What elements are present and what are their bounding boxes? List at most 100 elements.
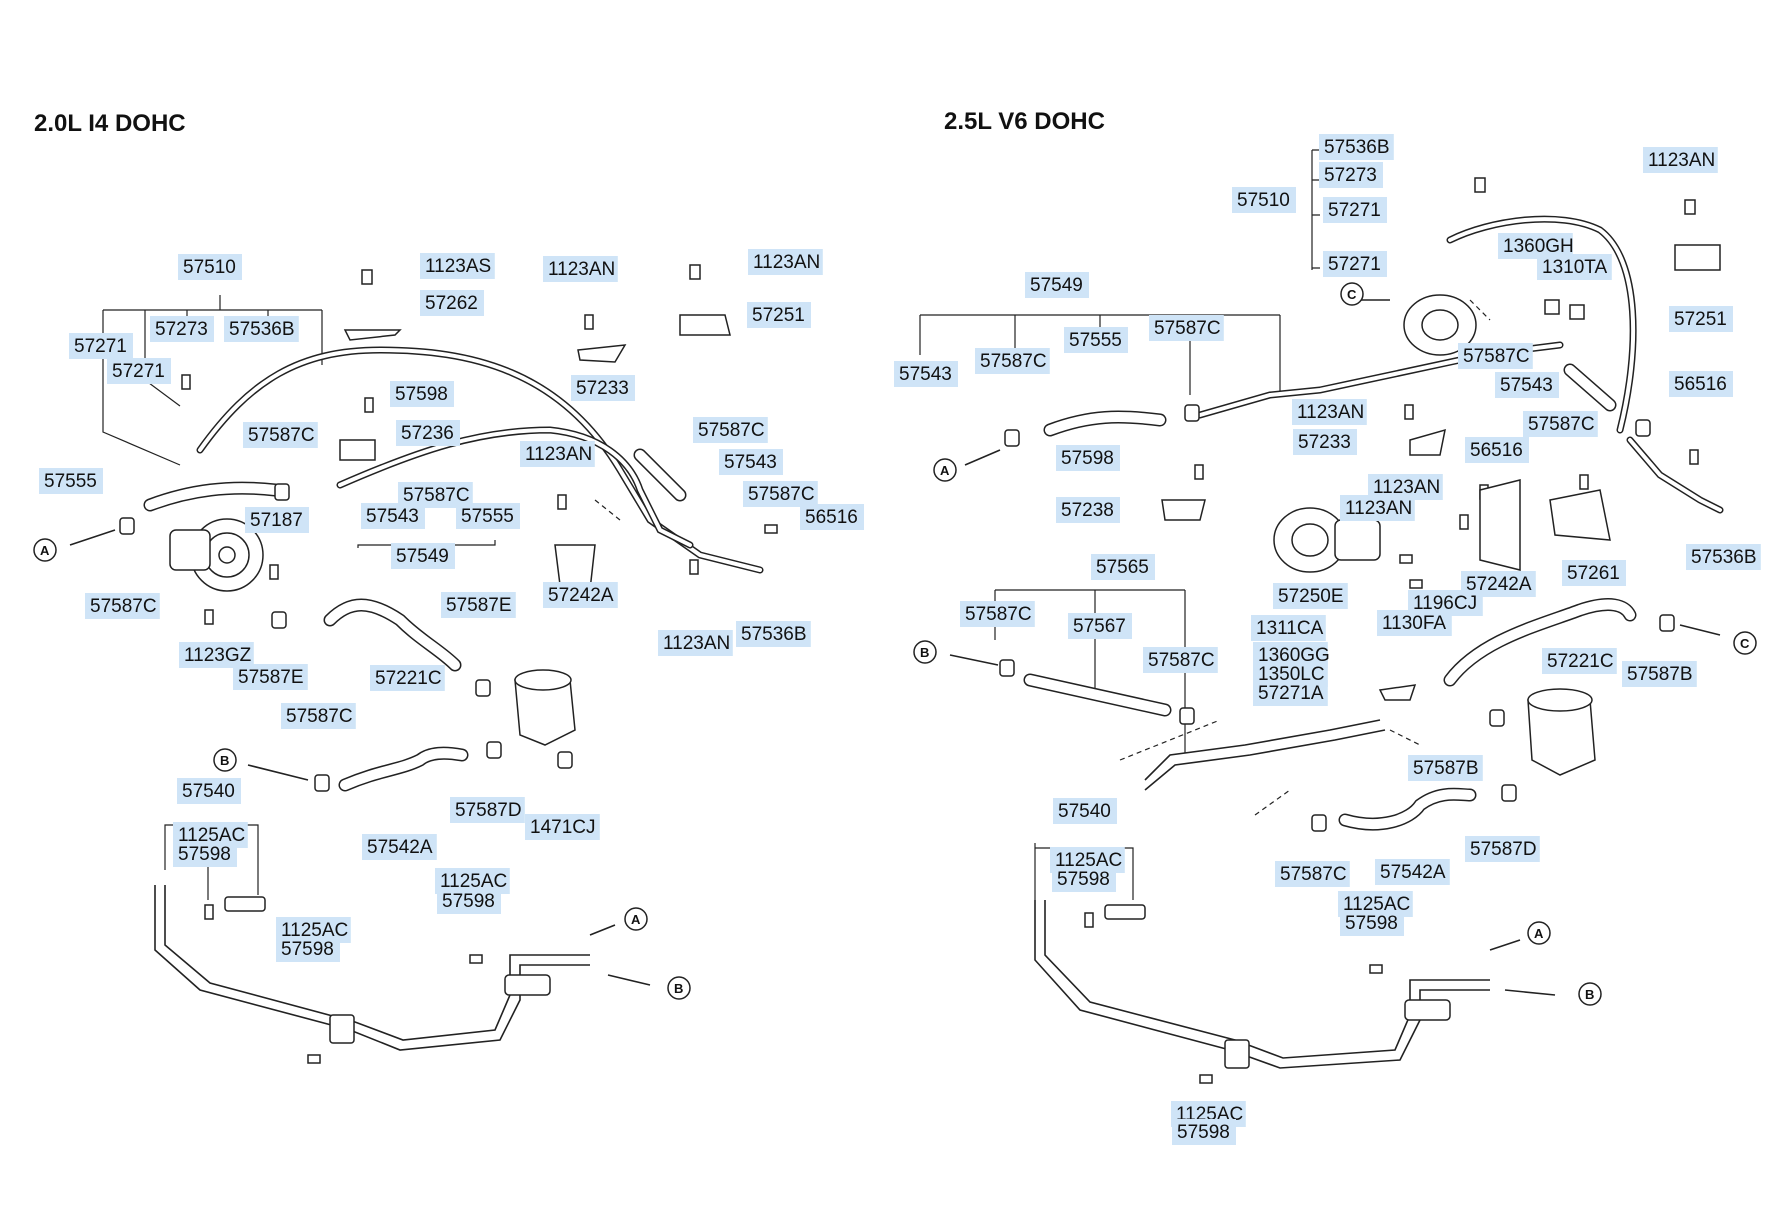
part-number-text: 57598 bbox=[395, 384, 448, 405]
part-number-text: 57587E bbox=[238, 667, 304, 688]
label-highlight bbox=[276, 936, 340, 962]
part-number-text: 1196CJ bbox=[1413, 593, 1477, 614]
part-number-text: 57543 bbox=[724, 452, 777, 473]
part-label-l-57587D: 57587D bbox=[450, 797, 525, 823]
marker-c-right-top: C bbox=[1340, 282, 1364, 306]
part-label-l-1471CJ: 1471CJ bbox=[525, 814, 600, 840]
part-label-l-57555-1: 57555 bbox=[39, 468, 103, 494]
label-highlight bbox=[245, 507, 309, 533]
label-highlight bbox=[1537, 254, 1612, 280]
part-number-text: 57250E bbox=[1278, 586, 1344, 607]
label-highlight bbox=[456, 503, 520, 529]
label-highlight bbox=[1068, 613, 1132, 639]
part-label-l-1123AN-3: 1123AN bbox=[520, 441, 595, 467]
part-number-text: 57536B bbox=[229, 319, 295, 340]
svg-text:A: A bbox=[40, 543, 50, 558]
part-number-text: 1350LC bbox=[1258, 664, 1325, 685]
part-number-text: 1310TA bbox=[1542, 257, 1607, 278]
label-highlight bbox=[719, 449, 783, 475]
part-number-text: 1123AN bbox=[1648, 150, 1715, 171]
part-number-text: 57261 bbox=[1567, 563, 1620, 584]
part-label-r-57540: 57540 bbox=[1053, 798, 1117, 824]
part-label-r-57250E: 57250E bbox=[1273, 583, 1348, 609]
part-label-l-57598-2: 57598 bbox=[437, 888, 501, 914]
part-number-text: 57598 bbox=[1177, 1122, 1230, 1143]
label-highlight bbox=[800, 504, 864, 530]
part-label-r-1311CA: 1311CA bbox=[1251, 615, 1326, 641]
marker-b-right: B bbox=[913, 640, 937, 664]
part-number-text: 57567 bbox=[1073, 616, 1126, 637]
part-label-r-57271-1: 57271 bbox=[1323, 197, 1387, 223]
part-number-text: 1123AN bbox=[1373, 477, 1440, 498]
part-number-text: 1123AN bbox=[1297, 402, 1364, 423]
part-label-l-57543-2: 57543 bbox=[361, 503, 425, 529]
part-number-text: 1123AS bbox=[425, 256, 491, 277]
part-label-l-57271b: 57271 bbox=[107, 358, 171, 384]
part-number-text: 57236 bbox=[401, 423, 454, 444]
part-label-l-1123GZ: 1123GZ bbox=[179, 642, 254, 668]
svg-text:B: B bbox=[220, 753, 229, 768]
part-label-r-1123AN-2: 1123AN bbox=[1292, 399, 1367, 425]
label-highlight bbox=[1064, 327, 1128, 353]
part-label-r-57543-2: 57543 bbox=[1495, 372, 1559, 398]
label-highlight bbox=[1408, 755, 1483, 781]
part-number-text: 1123AN bbox=[548, 259, 615, 280]
part-label-l-57510: 57510 bbox=[178, 254, 242, 280]
part-number-text: 1311CA bbox=[1256, 618, 1324, 639]
part-number-text: 1125AC bbox=[281, 920, 348, 941]
label-highlight bbox=[69, 333, 133, 359]
label-highlight bbox=[1172, 1119, 1236, 1145]
part-number-text: 1123GZ bbox=[184, 645, 252, 666]
label-highlight bbox=[370, 665, 445, 691]
label-highlight bbox=[420, 253, 495, 279]
part-number-text: 57540 bbox=[1058, 801, 1111, 822]
label-highlight bbox=[224, 316, 299, 342]
part-label-r-57542A: 57542A bbox=[1375, 859, 1450, 885]
part-label-r-57543-1: 57543 bbox=[894, 361, 958, 387]
part-number-text: 57598 bbox=[1345, 913, 1398, 934]
part-label-l-1123AN-4: 1123AN bbox=[658, 630, 733, 656]
part-number-text: 57587C bbox=[980, 351, 1047, 372]
label-highlight bbox=[1319, 134, 1394, 160]
part-label-r-57549: 57549 bbox=[1025, 272, 1089, 298]
label-highlight bbox=[1323, 197, 1387, 223]
label-highlight bbox=[1323, 251, 1387, 277]
label-highlight bbox=[1669, 371, 1733, 397]
label-highlight bbox=[437, 888, 501, 914]
label-highlight bbox=[571, 375, 635, 401]
label-highlight bbox=[1523, 411, 1598, 437]
part-number-text: 57587C bbox=[1148, 650, 1215, 671]
part-label-l-57262: 57262 bbox=[420, 290, 484, 316]
label-highlight bbox=[1251, 615, 1326, 641]
label-highlight bbox=[1643, 147, 1718, 173]
label-highlight bbox=[1052, 866, 1116, 892]
label-highlight bbox=[362, 834, 437, 860]
part-label-l-57273: 57273 bbox=[150, 316, 214, 342]
part-number-text: 56516 bbox=[1470, 440, 1523, 461]
part-label-r-1123AN-1: 1123AN bbox=[1643, 147, 1718, 173]
part-label-r-57587B-1: 57587B bbox=[1622, 661, 1697, 687]
part-number-text: 57598 bbox=[1061, 448, 1114, 469]
label-highlight bbox=[1622, 661, 1697, 687]
part-label-l-57221C: 57221C bbox=[370, 665, 445, 691]
label-highlight bbox=[748, 249, 823, 275]
left-engine-title: 2.0L I4 DOHC bbox=[34, 110, 186, 137]
part-label-r-57555: 57555 bbox=[1064, 327, 1128, 353]
label-highlight bbox=[736, 621, 811, 647]
part-label-l-1123AN-2: 1123AN bbox=[748, 249, 823, 275]
part-number-text: 57587C bbox=[965, 604, 1032, 625]
part-number-text: 57543 bbox=[899, 364, 952, 385]
part-number-text: 57542A bbox=[1380, 862, 1446, 883]
part-number-text: 57587D bbox=[455, 800, 522, 821]
part-number-text: 57587B bbox=[1627, 664, 1693, 685]
part-label-r-57261: 57261 bbox=[1562, 560, 1626, 586]
part-label-l-1123AS: 1123AS bbox=[420, 253, 495, 279]
part-number-text: 57536B bbox=[1324, 137, 1390, 158]
label-highlight bbox=[1562, 560, 1626, 586]
part-label-r-57598: 57598 bbox=[1056, 445, 1120, 471]
part-number-text: 57587C bbox=[1528, 414, 1595, 435]
part-label-r-57233: 57233 bbox=[1293, 429, 1357, 455]
label-highlight bbox=[441, 592, 516, 618]
part-number-text: 57587D bbox=[1470, 839, 1537, 860]
